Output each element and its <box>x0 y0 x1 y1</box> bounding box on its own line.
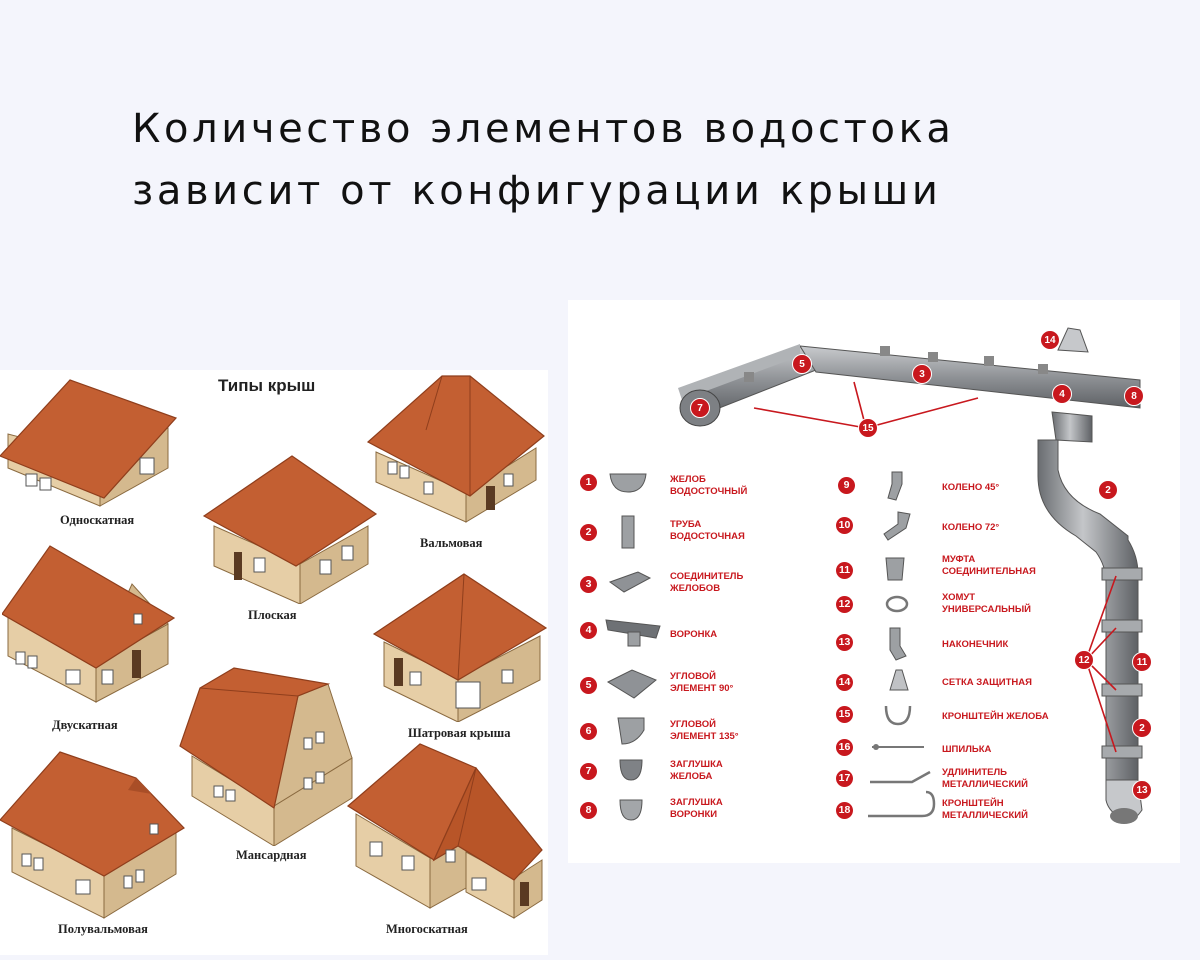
part-label-3: Соединитель желобов <box>670 571 744 594</box>
part-label-7: Заглушка желоба <box>670 759 723 782</box>
house-single-pitch-icon <box>0 379 178 507</box>
roof-label-gable: Двускатная <box>52 718 118 732</box>
headline: Количество элементов водостока зависит о… <box>132 98 1132 222</box>
gutter-trough-icon <box>609 473 647 493</box>
house-gable-icon <box>2 545 176 703</box>
roof-label-flat: Плоская <box>248 608 297 622</box>
part-label-6: Угловой элемент 135° <box>670 719 739 742</box>
part-label-11: Муфта соединительная <box>942 554 1036 577</box>
part-number-9: 9 <box>838 477 855 494</box>
house-hip-icon <box>366 375 545 523</box>
roof-label-mansard: Мансардная <box>236 848 307 862</box>
part-number-6: 6 <box>580 723 597 740</box>
corner-90-icon <box>606 669 657 699</box>
part-number-12: 12 <box>836 596 853 613</box>
part-label-17: Удлинитель металлический <box>942 767 1028 790</box>
elbow-72-icon <box>883 511 911 541</box>
house-multi-pitch-icon <box>346 743 543 919</box>
stud-icon <box>872 744 924 750</box>
part-label-18: Кронштейн металлический <box>942 798 1028 821</box>
part-label-13: Наконечник <box>942 639 1009 650</box>
gutter-system-panel: 7 5 3 4 8 14 15 2 12 11 2 13 1 Желоб вод… <box>568 300 1180 863</box>
part-number-8: 8 <box>580 802 597 819</box>
callout-2-lower: 2 <box>1132 718 1152 738</box>
gutter-connector-icon <box>608 571 652 593</box>
part-number-14: 14 <box>836 674 853 691</box>
headline-line-2: зависит от конфигурации крыши <box>132 168 942 214</box>
callout-11: 11 <box>1132 652 1152 672</box>
roof-types-title: Типы крыш <box>218 376 316 395</box>
part-number-7: 7 <box>580 763 597 780</box>
roof-label-tent: Шатровая крыша <box>408 726 511 740</box>
part-number-4: 4 <box>580 622 597 639</box>
callout-2-upper: 2 <box>1098 480 1118 500</box>
part-number-3: 3 <box>580 576 597 593</box>
part-label-14: Сетка защитная <box>942 677 1032 688</box>
clamp-icon <box>885 595 909 613</box>
part-number-10: 10 <box>836 517 853 534</box>
part-label-8: Заглушка воронки <box>670 797 723 820</box>
gutter-cap-icon <box>619 759 643 781</box>
callout-15: 15 <box>858 418 878 438</box>
roof-label-hip: Вальмовая <box>420 536 483 550</box>
coupling-icon <box>885 557 905 581</box>
part-number-1: 1 <box>580 474 597 491</box>
callout-12: 12 <box>1074 650 1094 670</box>
part-number-2: 2 <box>580 524 597 541</box>
house-flat-icon <box>202 455 378 604</box>
part-label-5: Угловой элемент 90° <box>670 671 734 694</box>
part-label-15: Кронштейн желоба <box>942 711 1049 722</box>
roof-types-panel: Типы крыш Односкатная Вальмовая Плоская <box>0 370 548 955</box>
roof-label-half-hip: Полувальмовая <box>58 922 148 936</box>
part-number-18: 18 <box>836 802 853 819</box>
house-mansard-icon <box>179 667 353 846</box>
roof-label-single: Односкатная <box>60 513 135 527</box>
funnel-icon <box>605 619 661 647</box>
callout-7: 7 <box>690 398 710 418</box>
guard-mesh-icon <box>889 669 909 691</box>
part-number-17: 17 <box>836 770 853 787</box>
callout-5: 5 <box>792 354 812 374</box>
part-label-16: Шпилька <box>942 744 992 755</box>
callout-8: 8 <box>1124 386 1144 406</box>
part-number-5: 5 <box>580 677 597 694</box>
part-label-4: Воронка <box>670 629 718 640</box>
callout-4: 4 <box>1052 384 1072 404</box>
house-half-hip-icon <box>0 751 185 919</box>
part-label-12: Хомут универсальный <box>942 592 1031 615</box>
part-number-16: 16 <box>836 739 853 756</box>
part-label-1: Желоб водосточный <box>670 474 748 497</box>
pipe-icon <box>621 515 635 549</box>
corner-135-icon <box>617 717 645 745</box>
callout-14: 14 <box>1040 330 1060 350</box>
tip-icon <box>889 627 907 661</box>
callout-3: 3 <box>912 364 932 384</box>
funnel-cap-icon <box>619 799 643 821</box>
gutter-bracket-icon <box>884 705 912 726</box>
part-number-15: 15 <box>836 706 853 723</box>
part-label-9: Колено 45° <box>942 482 1000 493</box>
elbow-45-icon <box>887 471 903 501</box>
metal-bracket-icon <box>868 790 936 818</box>
house-tent-icon <box>372 573 548 722</box>
part-label-10: Колено 72° <box>942 522 1000 533</box>
part-label-2: Труба водосточная <box>670 519 745 542</box>
part-number-13: 13 <box>836 634 853 651</box>
headline-line-1: Количество элементов водостока <box>132 106 955 152</box>
callout-13: 13 <box>1132 780 1152 800</box>
extender-icon <box>870 770 931 784</box>
roof-label-multi-pitch: Многоскатная <box>386 922 468 936</box>
part-number-11: 11 <box>836 562 853 579</box>
